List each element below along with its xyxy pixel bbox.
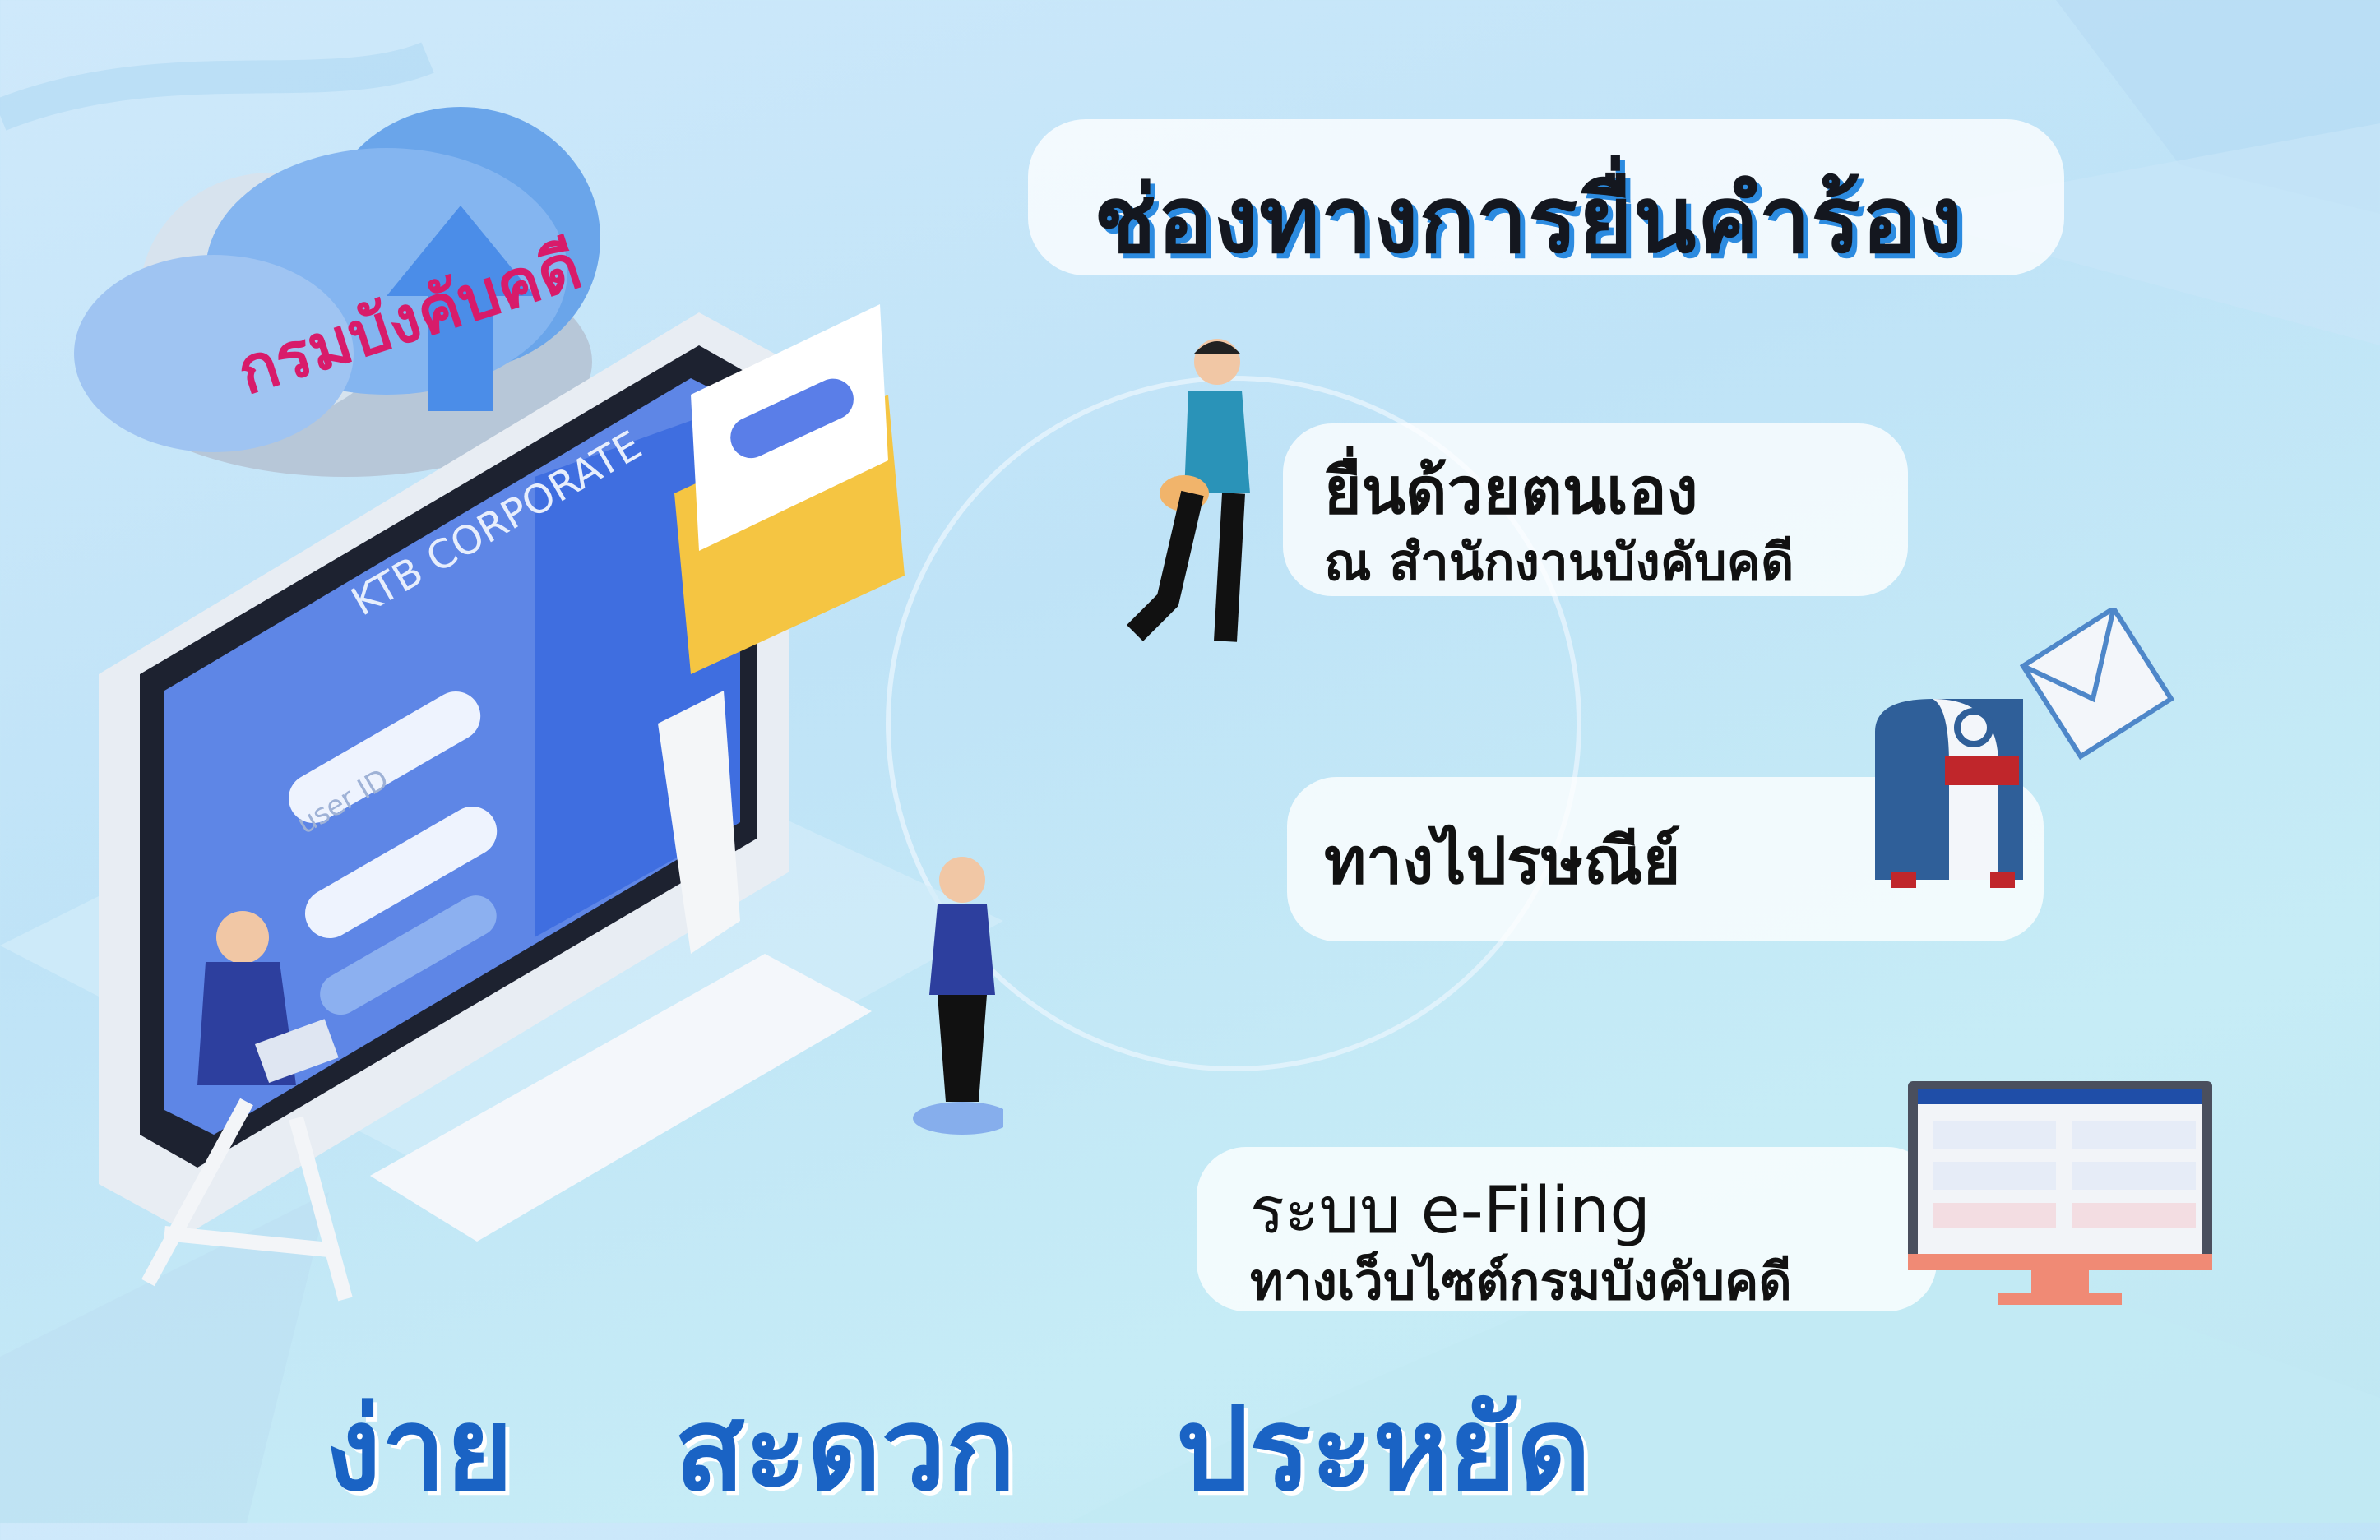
- title-pill: [1028, 119, 2064, 275]
- computer-illustration: กรมบังคับคดี KTB CORPORATE user ID: [0, 107, 1003, 1302]
- walking-man-icon: [1127, 339, 1250, 642]
- cloud-upload-icon: [74, 107, 600, 477]
- slogan-economical: ประหยัด: [1176, 1383, 1591, 1517]
- envelope-icon: [674, 304, 905, 674]
- channel-in-person: [1283, 423, 1908, 596]
- mailbox-icon: [1875, 608, 2175, 888]
- channel-efiling: [1197, 1147, 1937, 1311]
- channel-efiling-title: ระบบ e-Filing: [1250, 1174, 1651, 1248]
- channel-postal-title: ทางไปรษณีย์: [1324, 825, 1681, 899]
- monitor-icon: [1908, 1081, 2212, 1305]
- slogan-easy: ง่าย: [325, 1383, 514, 1517]
- page-title: ช่องทางการยื่นคำร้อง: [1094, 167, 1964, 274]
- channel-in-person-title: ยื่นด้วยตนเอง: [1324, 455, 1698, 529]
- slogan-convenient: สะดวก: [674, 1383, 1016, 1517]
- channel-in-person-subtitle: ณ สำนักงานบังคับคดี: [1324, 532, 1794, 592]
- channel-efiling-subtitle: ทางเว็บไซต์กรมบังคับคดี: [1250, 1251, 1792, 1311]
